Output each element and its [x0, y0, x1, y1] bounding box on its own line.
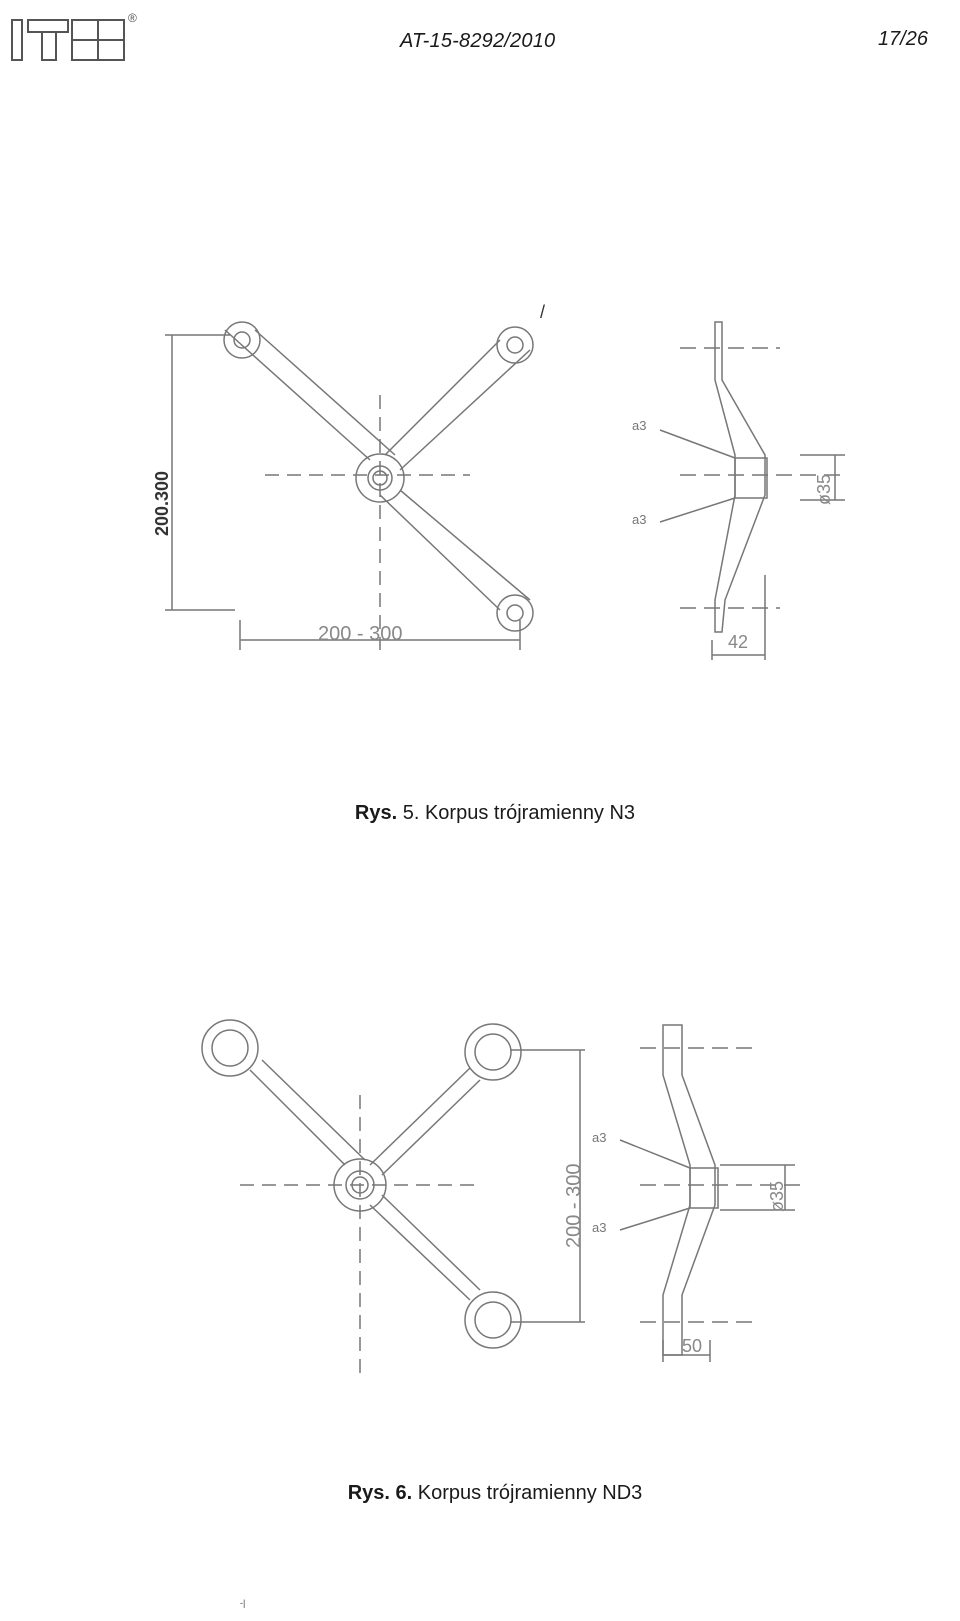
caption-text: Korpus trójramienny ND3: [417, 1482, 643, 1504]
diameter-label: ø35: [814, 474, 834, 505]
registered-mark: ®: [128, 11, 137, 25]
horizontal-dimension: 200 - 300: [318, 623, 403, 645]
weld-label-upper: a3: [592, 1130, 606, 1145]
figure-5-drawing: / 200 - 300 a3 a3 ø35 42: [165, 302, 845, 660]
caption-prefix: Rys. 6.: [347, 1482, 413, 1504]
figure-6-drawing: 200 - 300 a3 a3 ø35 50: [201, 1019, 800, 1380]
weld-label-lower: a3: [632, 512, 646, 527]
itb-logo: ®: [11, 11, 137, 61]
diameter-label: ø35: [767, 1181, 787, 1212]
vertical-dimension-label: 200.300: [152, 471, 172, 536]
page-number: 17/26: [877, 28, 928, 50]
vertical-dimension: 200 - 300: [563, 1163, 585, 1248]
document-number: AT-15-8292/2010: [400, 30, 556, 52]
svg-text:200.300: 200.300: [152, 471, 172, 536]
caption-text: 5. Korpus trójramienny N3: [402, 802, 636, 824]
weld-label-upper: a3: [632, 418, 646, 433]
figure-5-caption: Rys. 5. Korpus trójramienny N3: [15, 802, 960, 825]
weld-label-lower: a3: [592, 1220, 606, 1235]
figure-6-caption: Rys. 6. Korpus trójramienny ND3: [15, 1482, 960, 1505]
footer-mark: -|: [240, 1598, 246, 1608]
thickness-label: 50: [682, 1336, 702, 1356]
caption-prefix: Rys.: [354, 802, 398, 824]
stray-mark: /: [540, 302, 545, 322]
thickness-label: 42: [728, 632, 748, 652]
